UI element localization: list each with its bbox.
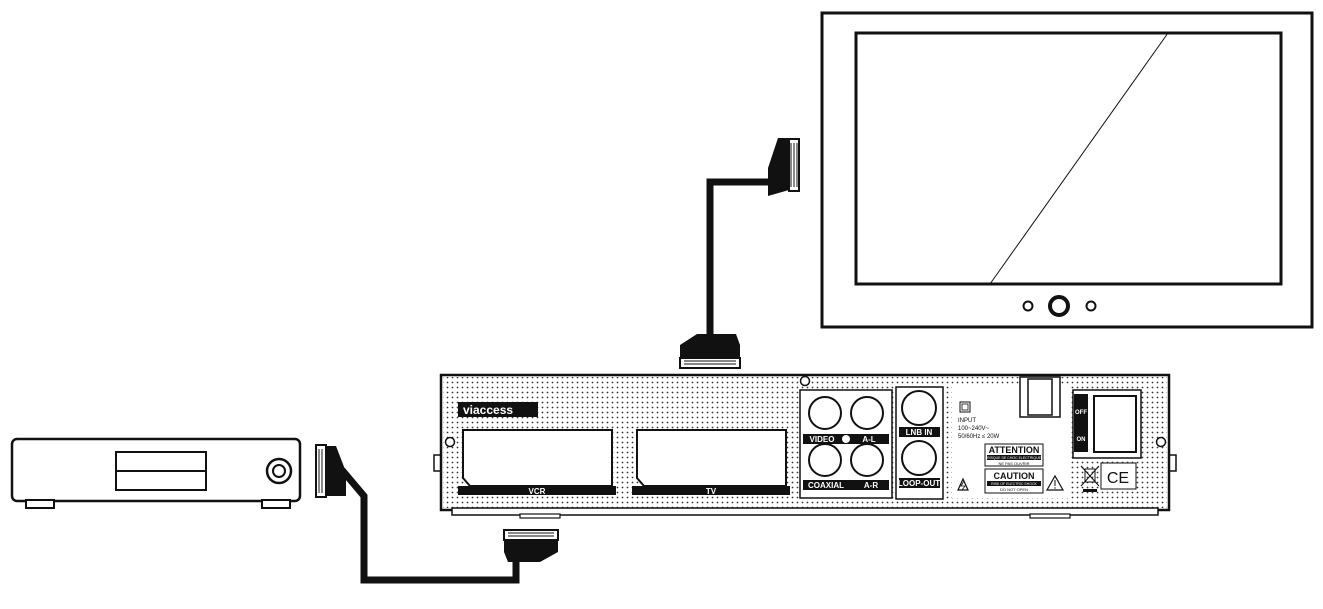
rca-audio-left-jack[interactable] — [850, 396, 884, 430]
vcr-foot-left — [25, 499, 55, 509]
caution-text-2: DO NOT OPEN — [1000, 487, 1028, 492]
tv-screen — [854, 31, 1283, 286]
television — [820, 11, 1314, 329]
attention-text-1: RISQUE DE CHOC ELECTRIQUE — [987, 456, 1042, 460]
lnb-in-label: LNB IN — [906, 428, 933, 437]
lnb-in-connector[interactable] — [901, 390, 937, 426]
rca-audio-right-label: A-R — [864, 481, 878, 490]
separator-dot — [842, 435, 850, 443]
scart-plug-bottom — [679, 334, 741, 369]
rca-audio-left-label: A-L — [862, 435, 875, 444]
rca-audio-right-jack[interactable] — [850, 443, 884, 477]
tv-screen-glare — [989, 32, 1169, 285]
tv-power-button — [1048, 295, 1070, 317]
receiver-rear-panel: viaccess VCR TV VIDEO A-L COAXIAL A-R LN… — [433, 373, 1177, 519]
weee-icon — [1080, 465, 1100, 492]
exclamation-warning-icon — [1045, 474, 1065, 491]
scart-plug-top — [768, 138, 800, 196]
scart-port-vcr[interactable]: VCR — [458, 429, 616, 496]
ce-box — [1100, 462, 1137, 490]
scart-cable-vcr — [315, 444, 559, 584]
tv-indicator-left — [1022, 300, 1034, 312]
rca-coaxial-label: COAXIAL — [808, 481, 844, 490]
attention-text-2: NE PAS OUVRIR — [998, 461, 1029, 466]
ce-mark: CE — [1107, 470, 1129, 487]
switch-on-label: ON — [1077, 437, 1086, 443]
scart-plug-receiver-side — [503, 529, 559, 562]
vcr-device — [10, 437, 302, 509]
switch-rocker[interactable] — [1093, 395, 1137, 453]
tv-indicator-right — [1085, 300, 1097, 312]
caution-title: CAUTION — [994, 471, 1035, 481]
caution-text-1: RISK OF ELECTRIC SHOCK — [991, 482, 1037, 486]
rca-coaxial-jack[interactable] — [808, 443, 842, 477]
loop-out-connector[interactable] — [901, 440, 937, 476]
scart-port-tv[interactable]: TV — [632, 429, 790, 496]
scart-plug-vcr-side — [315, 444, 346, 498]
attention-title: ATTENTION — [989, 445, 1040, 455]
power-input-line2: 100~240V~ — [958, 426, 990, 432]
vcr-knob — [265, 457, 293, 485]
rca-video-label: VIDEO — [810, 435, 835, 444]
scart-vcr-label: VCR — [529, 487, 546, 496]
power-input-line1: INPUT — [958, 418, 976, 424]
power-switch[interactable]: OFF ON — [1072, 389, 1142, 459]
switch-off-label: OFF — [1075, 410, 1087, 416]
shock-warning-icon — [957, 477, 969, 491]
brand-text: viaccess — [463, 403, 513, 417]
vcr-foot-right — [261, 499, 291, 509]
power-input-line3: 50/60Hz ≤ 20W — [958, 434, 1000, 440]
rca-video-jack[interactable] — [808, 396, 842, 430]
brand-logo — [458, 402, 538, 417]
scart-tv-label: TV — [706, 487, 717, 496]
loop-out-label: LOOP-OUT — [898, 479, 940, 488]
scart-cable-tv — [679, 138, 800, 369]
class-ii-symbol — [959, 401, 971, 413]
